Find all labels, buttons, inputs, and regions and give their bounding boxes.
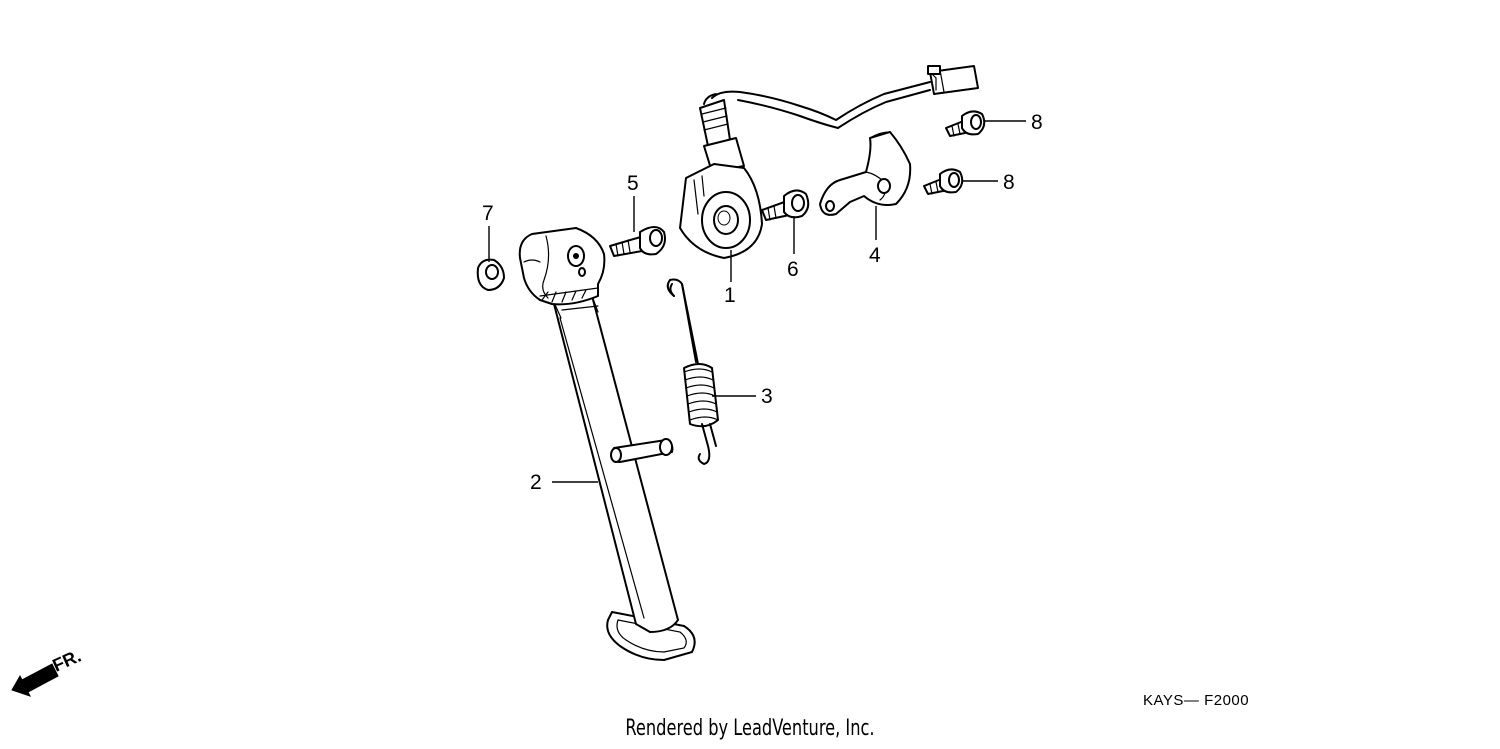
callout-1: 1: [724, 284, 736, 307]
front-direction-label: FR.: [49, 646, 84, 676]
callout-3: 3: [761, 385, 773, 408]
stand-spring-part[interactable]: [666, 278, 719, 466]
callout-8-upper: 8: [1031, 111, 1043, 134]
callout-6: 6: [787, 258, 799, 281]
callout-8-lower: 8: [1003, 171, 1015, 194]
bolt-8-lower-part[interactable]: [923, 168, 964, 195]
bolt-6-part[interactable]: [761, 189, 810, 221]
callout-5: 5: [627, 172, 639, 195]
callout-7: 7: [482, 202, 494, 225]
callout-2: 2: [530, 471, 542, 494]
diagram-code: KAYS— F2000: [1143, 692, 1250, 709]
side-stand-switch-part[interactable]: [679, 65, 979, 259]
nut-7-part[interactable]: [476, 258, 505, 291]
bolt-5-part[interactable]: [609, 226, 666, 257]
callout-4: 4: [869, 244, 881, 267]
switch-bracket-part[interactable]: [819, 131, 912, 216]
leader-lines: [488, 120, 1026, 483]
front-direction-indicator: FR.: [11, 646, 84, 697]
render-credit: Rendered by LeadVenture, Inc.: [625, 716, 875, 741]
side-stand-part[interactable]: [518, 227, 696, 661]
bolt-8-upper-part[interactable]: [945, 110, 986, 137]
front-arrow-icon: [11, 663, 59, 697]
